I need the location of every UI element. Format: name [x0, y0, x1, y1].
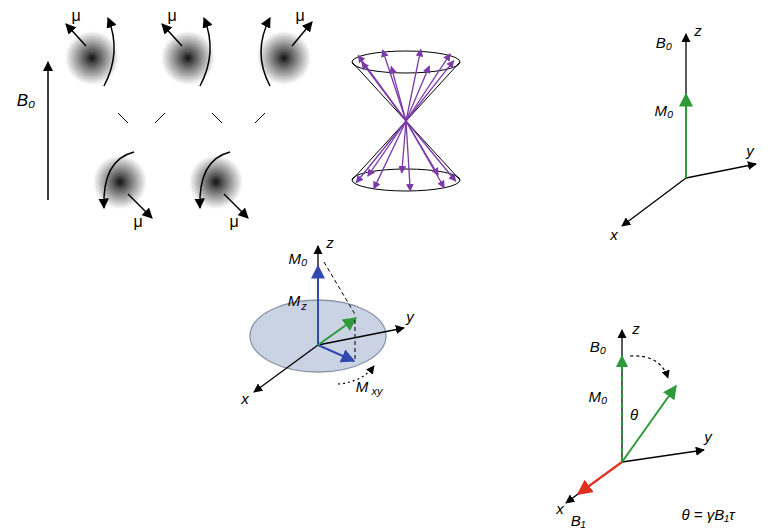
pulse-label: B₁	[571, 512, 586, 527]
equilibrium-axes	[686, 164, 756, 178]
axis-label: y	[746, 143, 754, 158]
axis-label: z	[632, 321, 640, 336]
moment-arrow	[292, 22, 312, 46]
precession-cones	[356, 49, 456, 191]
field-label: B₀	[17, 92, 36, 109]
magnetization-components	[318, 318, 356, 345]
dash	[212, 113, 222, 123]
axis-label: y	[406, 309, 414, 324]
spin-arrow	[104, 18, 114, 86]
spin-arrow	[104, 152, 134, 208]
flip-angle	[621, 356, 623, 462]
field-arrow	[47, 62, 49, 200]
field-label: B₀	[656, 35, 672, 50]
spin-vector	[406, 61, 454, 121]
spin-panel	[48, 18, 312, 218]
equilibrium-axes	[622, 34, 756, 226]
magnetization-label: M₀	[289, 251, 308, 266]
flip-angle	[566, 330, 704, 503]
axis-label: x	[610, 227, 618, 242]
spin-vector	[402, 121, 406, 173]
spin-arrow	[261, 18, 270, 86]
spin-vector	[368, 121, 406, 176]
dash	[155, 113, 165, 123]
magnetization-components	[317, 266, 319, 345]
flip-angle	[578, 462, 622, 494]
precession-cones	[352, 49, 460, 191]
magnetization-label: M₀	[589, 389, 608, 404]
axis-label: z	[694, 23, 702, 38]
nucleus	[161, 31, 215, 85]
moment-label: μ	[167, 8, 176, 24]
axis-label: z	[326, 235, 334, 250]
magnetization-components	[355, 320, 356, 360]
flip-angle	[622, 386, 676, 462]
dash	[118, 113, 128, 123]
axis-label: x	[556, 501, 564, 516]
spin-vector	[406, 66, 429, 121]
moment-label: μ	[295, 8, 304, 24]
subscript: z	[301, 301, 307, 312]
flip-angle	[630, 356, 668, 378]
equilibrium-axes	[685, 34, 686, 178]
spin-vector	[406, 54, 450, 121]
magnetization-label: M₀	[655, 103, 674, 118]
magnetization-components	[324, 262, 356, 316]
nucleus	[189, 155, 243, 209]
flip-angle	[621, 330, 622, 462]
spin-vector	[406, 121, 456, 181]
magnetization-components	[317, 246, 318, 345]
spin-vector	[406, 121, 410, 191]
axis-label: x	[241, 391, 249, 406]
spin-arrow	[200, 152, 230, 208]
moment-label: μ	[133, 214, 142, 230]
moment-arrow	[162, 24, 182, 46]
spin-vector	[356, 121, 406, 183]
equilibrium-axes	[685, 94, 687, 178]
spin-vector	[358, 55, 406, 121]
axis-label: y	[704, 429, 712, 444]
nucleus	[65, 31, 119, 85]
magnetization-components	[318, 345, 354, 361]
equilibrium-axes	[622, 178, 686, 226]
spin-vector	[406, 121, 444, 188]
formula: θ = γB₁τ	[681, 507, 734, 522]
magnetization-label: M	[356, 379, 369, 394]
field-label: B₀	[590, 339, 606, 354]
moment-arrow	[66, 24, 86, 46]
spin-arrow	[200, 18, 210, 86]
moment-label: μ	[229, 214, 238, 230]
spin-vector	[406, 121, 438, 175]
moment-label: μ	[71, 8, 80, 24]
flip-angle	[566, 494, 578, 503]
magnetization-components	[250, 246, 404, 392]
spin-vector	[383, 50, 406, 121]
angle-label: θ	[630, 407, 638, 422]
subscript: xy	[372, 386, 383, 397]
dash	[255, 113, 265, 123]
flip-angle	[622, 450, 704, 462]
nucleus	[93, 155, 147, 209]
magnetization-components	[254, 345, 318, 392]
magnetization-label: M	[288, 293, 301, 308]
